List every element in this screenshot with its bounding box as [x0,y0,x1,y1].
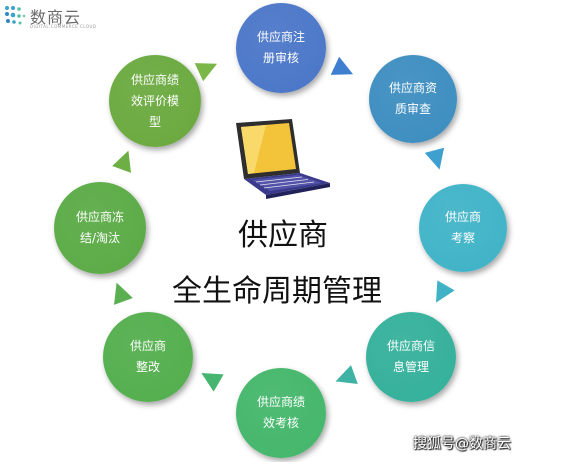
flow-arrow-icon [330,56,358,84]
center-title-line2: 全生命周期管理 [172,274,382,309]
node-rectify: 供应商 整改 [103,312,193,402]
center-title-line1: 供应商 [238,218,328,253]
flow-arrow-icon [427,280,455,308]
node-info: 供应商信 息管理 [366,312,456,402]
node-qualification: 供应商资 质审查 [369,55,457,143]
laptop-icon [236,119,330,199]
flow-arrow-icon [332,365,358,391]
node-inspection: 供应商 考察 [419,184,507,272]
flow-arrow-icon [194,54,222,82]
node-label: 供应商 整改 [129,339,166,374]
flow-arrow-icon [107,279,133,305]
node-evaluation: 供应商绩 效评价模 型 [109,55,201,147]
node-label: 供应商绩 效考核 [256,395,305,430]
flow-arrow-icon [112,147,138,173]
dots-logo-icon [5,6,26,25]
node-register: 供应商注 册审核 [236,3,326,93]
watermark: 搜狐号@数商云 [413,436,511,452]
node-label: 供应商资 质审查 [388,81,437,116]
flow-arrow-icon [424,147,450,173]
node-label: 供应商绩 效评价模 型 [130,72,179,129]
logo-name: 数商云 [30,8,82,27]
node-label: 供应商注 册审核 [256,30,305,65]
node-label: 供应商 考察 [444,210,481,245]
flow-arrow-icon [196,364,224,392]
node-freeze: 供应商冻 结/淘汰 [54,182,146,274]
node-label: 供应商冻 结/淘汰 [75,210,124,245]
node-label: 供应商信 息管理 [386,339,435,374]
node-kpi: 供应商绩 效考核 [236,368,326,458]
logo-tagline: DIGITAL COMMERCE CLOUD [30,24,97,29]
